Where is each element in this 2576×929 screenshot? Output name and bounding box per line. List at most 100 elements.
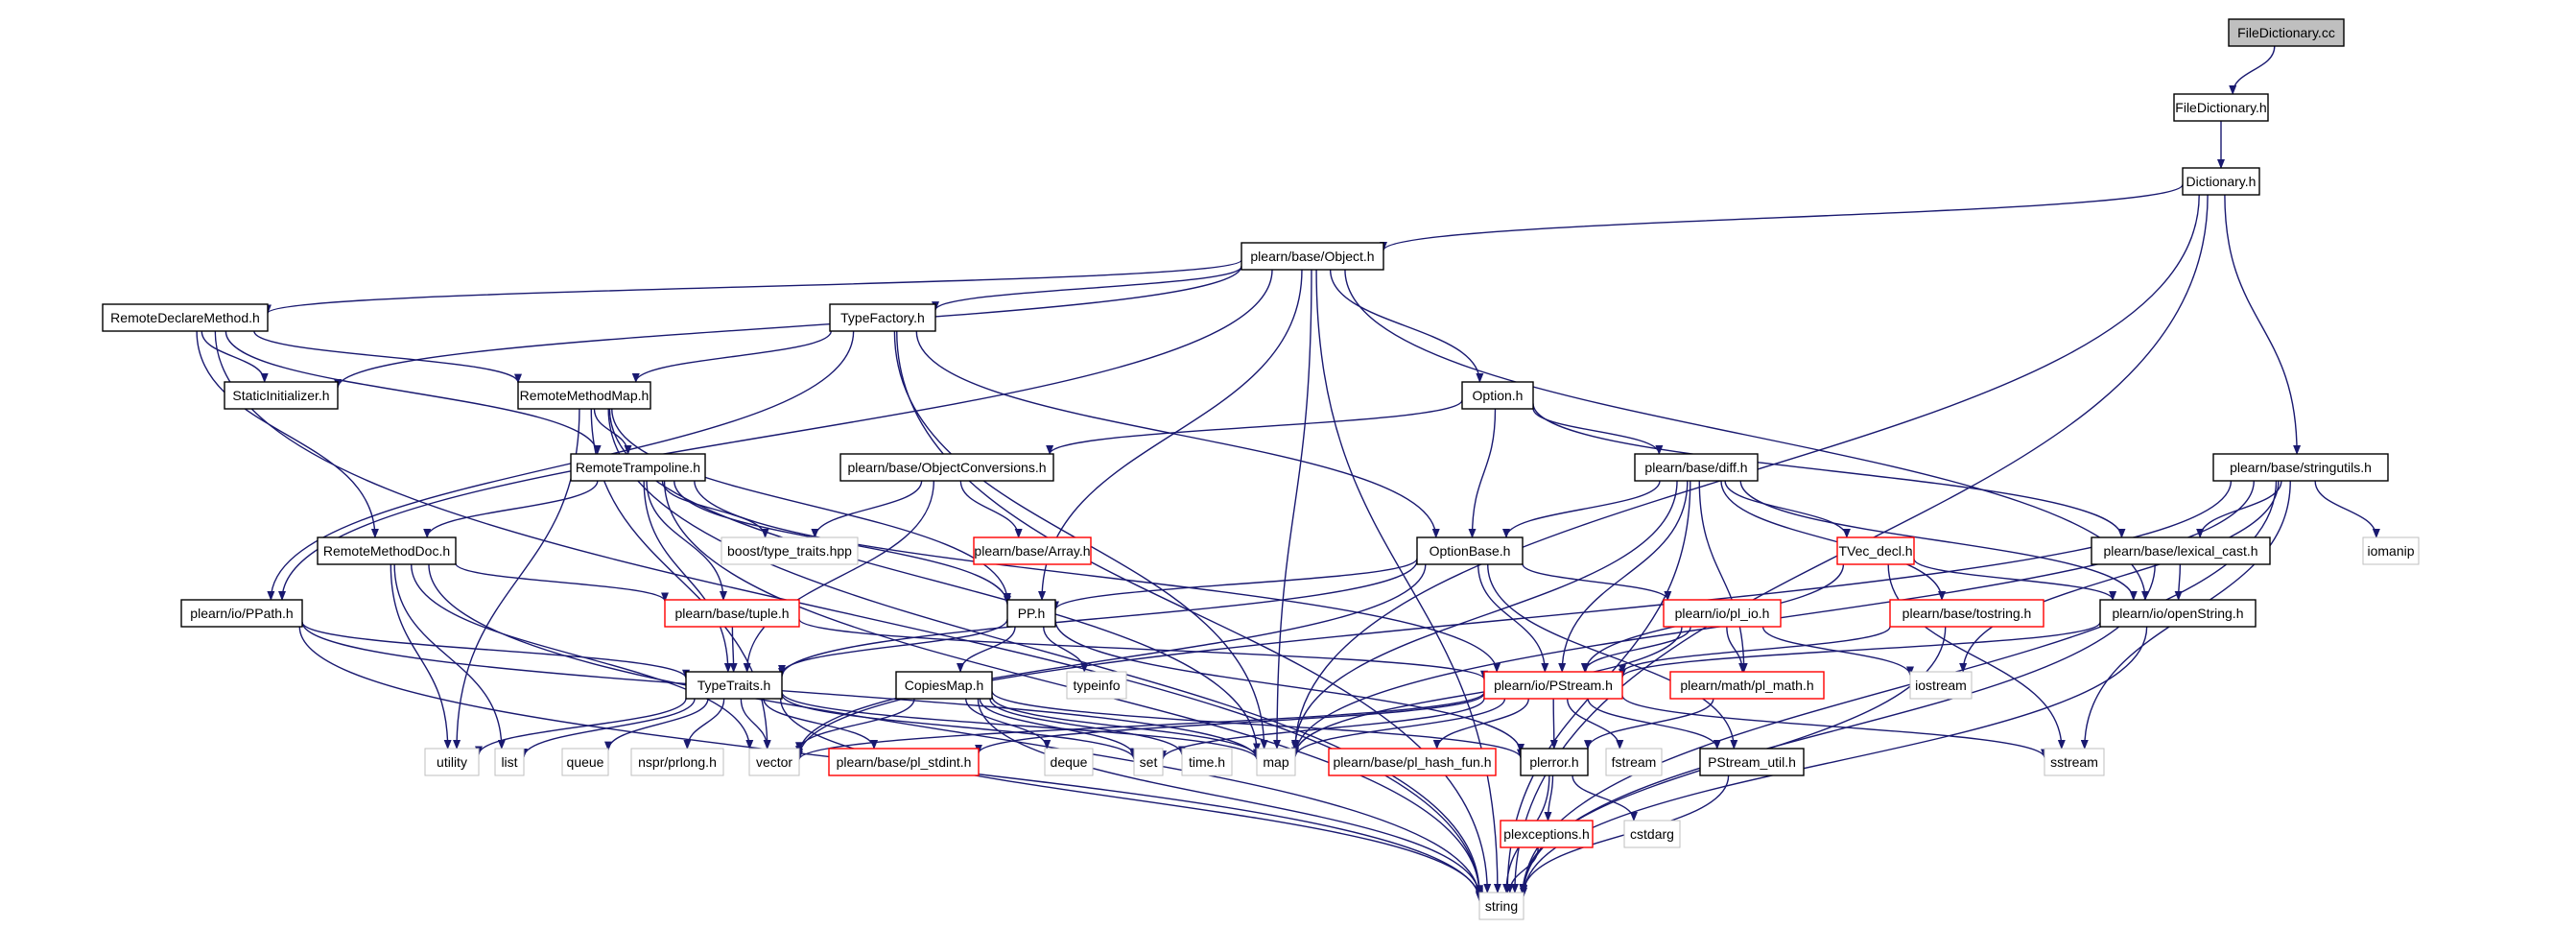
node-remotemethoddoc[interactable]: RemoteMethodDoc.h	[317, 536, 457, 565]
node-label-tuple_h: plearn/base/tuple.h	[674, 606, 789, 621]
node-box-copiesmap	[895, 671, 993, 700]
edge-diff_h-to-plmath	[1698, 480, 1748, 673]
edge-typetraits-to-vector	[740, 698, 771, 750]
node-box-filedict_h	[2173, 93, 2269, 122]
node-typefactory[interactable]: TypeFactory.h	[829, 303, 936, 332]
node-box-set	[1133, 748, 1164, 776]
node-stringutils[interactable]: plearn/base/stringutils.h	[2212, 453, 2389, 482]
edge-optionbase-to-pp_h	[1052, 558, 1418, 611]
node-filedict_h[interactable]: FileDictionary.h	[2173, 93, 2269, 122]
node-box-objconv	[839, 453, 1054, 482]
edge-remotemethodmap-to-string	[607, 408, 1483, 895]
node-remotemethodmap[interactable]: RemoteMethodMap.h	[517, 381, 651, 410]
node-object_h[interactable]: plearn/base/Object.h	[1241, 242, 1384, 271]
node-label-typefactory: TypeFactory.h	[840, 310, 925, 325]
edge-diff_h-to-map	[1290, 480, 1678, 750]
node-array_h[interactable]: plearn/base/Array.h	[973, 536, 1092, 565]
node-tvecdecl[interactable]: TVec_decl.h	[1836, 536, 1915, 565]
edge-lexicalcast-to-openstring	[2174, 563, 2183, 601]
node-label-remotemethodmap: RemoteMethodMap.h	[520, 388, 650, 403]
node-box-iostream	[1909, 671, 1973, 700]
node-box-plhashfun	[1328, 748, 1497, 776]
edge-copiesmap-to-plerror	[991, 691, 1524, 759]
node-box-tvecdecl	[1836, 536, 1915, 565]
edge-plio-to-pstream	[1580, 626, 1691, 673]
node-remotetrampoline[interactable]: RemoteTrampoline.h	[570, 453, 706, 482]
edge-copiesmap-to-deque	[965, 698, 1052, 750]
node-plhashfun[interactable]: plearn/base/pl_hash_fun.h	[1328, 748, 1497, 776]
node-plstdint[interactable]: plearn/base/pl_stdint.h	[828, 748, 980, 776]
edge-optionbase-to-vector	[795, 563, 1427, 756]
node-plio[interactable]: plearn/io/pl_io.h	[1663, 599, 1782, 628]
edge-pp_h-to-typetraits	[778, 618, 1008, 675]
node-lexicalcast[interactable]: plearn/base/lexical_cast.h	[2091, 536, 2271, 565]
edge-typefactory-to-ppath	[267, 330, 855, 601]
node-label-plerror: plerror.h	[1529, 754, 1578, 770]
edge-option_h-to-optionbase	[1468, 408, 1497, 538]
edge-plio-to-plmath	[1726, 626, 1747, 673]
node-objconv[interactable]: plearn/base/ObjectConversions.h	[839, 453, 1054, 482]
node-typetraits[interactable]: TypeTraits.h	[685, 671, 783, 700]
edge-diff_h-to-tvecdecl	[1724, 480, 1851, 538]
edge-typefactory-to-string	[896, 330, 1492, 893]
node-pp_h[interactable]: PP.h	[1006, 599, 1056, 628]
node-label-stringutils: plearn/base/stringutils.h	[2230, 460, 2372, 475]
node-label-copiesmap: CopiesMap.h	[905, 678, 984, 693]
node-staticinit[interactable]: StaticInitializer.h	[224, 381, 339, 410]
node-box-utility	[424, 748, 480, 776]
node-tostring[interactable]: plearn/base/tostring.h	[1889, 599, 2044, 628]
node-label-plstdint: plearn/base/pl_stdint.h	[837, 754, 972, 770]
edge-plerror-to-plexceptions	[1544, 774, 1554, 822]
edge-pstream-to-sstream	[1621, 695, 2048, 759]
edge-diff_h-to-pstream	[1558, 480, 1689, 673]
node-plexceptions[interactable]: plexceptions.h	[1500, 820, 1594, 848]
node-box-nsprlong	[630, 748, 724, 776]
node-box-plmath	[1669, 671, 1825, 700]
node-label-ppath: plearn/io/PPath.h	[190, 606, 293, 621]
node-filedict_cc[interactable]: FileDictionary.cc	[2228, 18, 2345, 47]
node-timeh: time.h	[1181, 748, 1233, 776]
node-box-array_h	[973, 536, 1092, 565]
node-label-remotetrampoline: RemoteTrampoline.h	[576, 460, 700, 475]
edge-plexceptions-to-string	[1505, 846, 1539, 893]
node-label-nsprlong: nspr/prlong.h	[638, 754, 717, 770]
node-label-option_h: Option.h	[1473, 388, 1524, 403]
edge-object_h-to-ppath	[278, 269, 1273, 601]
node-box-timeh	[1181, 748, 1233, 776]
edge-optionbase-to-plio	[1522, 563, 1672, 601]
node-dictionary_h[interactable]: Dictionary.h	[2182, 167, 2260, 196]
node-ppath[interactable]: plearn/io/PPath.h	[180, 599, 303, 628]
node-label-plexceptions: plexceptions.h	[1503, 826, 1590, 842]
node-box-remotedeclare	[102, 303, 269, 332]
node-tuple_h[interactable]: plearn/base/tuple.h	[664, 599, 800, 628]
node-pstreamutil[interactable]: PStream_util.h	[1699, 748, 1805, 776]
node-diff_h[interactable]: plearn/base/diff.h	[1634, 453, 1759, 482]
node-box-fstream	[1605, 748, 1663, 776]
node-plmath[interactable]: plearn/math/pl_math.h	[1669, 671, 1825, 700]
node-optionbase[interactable]: OptionBase.h	[1416, 536, 1524, 565]
node-remotedeclare[interactable]: RemoteDeclareMethod.h	[102, 303, 269, 332]
node-openstring[interactable]: plearn/io/openString.h	[2099, 599, 2257, 628]
edge-typetraits-to-set	[781, 694, 1138, 761]
edge-option_h-to-diff_h	[1532, 408, 1664, 455]
node-option_h[interactable]: Option.h	[1461, 381, 1534, 410]
node-label-iostream: iostream	[1915, 678, 1967, 693]
edge-remotedeclare-to-remotemethodmap	[253, 330, 522, 384]
edge-remotetrampoline-to-boosttraits	[661, 480, 769, 538]
edge-remotetrampoline-to-pstream	[694, 480, 1501, 673]
node-label-staticinit: StaticInitializer.h	[232, 388, 329, 403]
edge-remotedeclare-to-string	[214, 330, 1483, 897]
edge-stringutils-to-iomanip	[2314, 480, 2380, 538]
edge-diff_h-to-optionbase	[1502, 480, 1661, 538]
node-label-array_h: plearn/base/Array.h	[974, 543, 1090, 559]
node-string: string	[1478, 892, 1524, 920]
node-pstream[interactable]: plearn/io/PStream.h	[1483, 671, 1623, 700]
node-box-list	[494, 748, 525, 776]
node-box-stringutils	[2212, 453, 2389, 482]
edge-object_h-to-staticinit	[334, 265, 1242, 390]
node-copiesmap[interactable]: CopiesMap.h	[895, 671, 993, 700]
node-nsprlong: nspr/prlong.h	[630, 748, 724, 776]
node-plerror[interactable]: plerror.h	[1520, 748, 1589, 776]
node-set: set	[1133, 748, 1164, 776]
